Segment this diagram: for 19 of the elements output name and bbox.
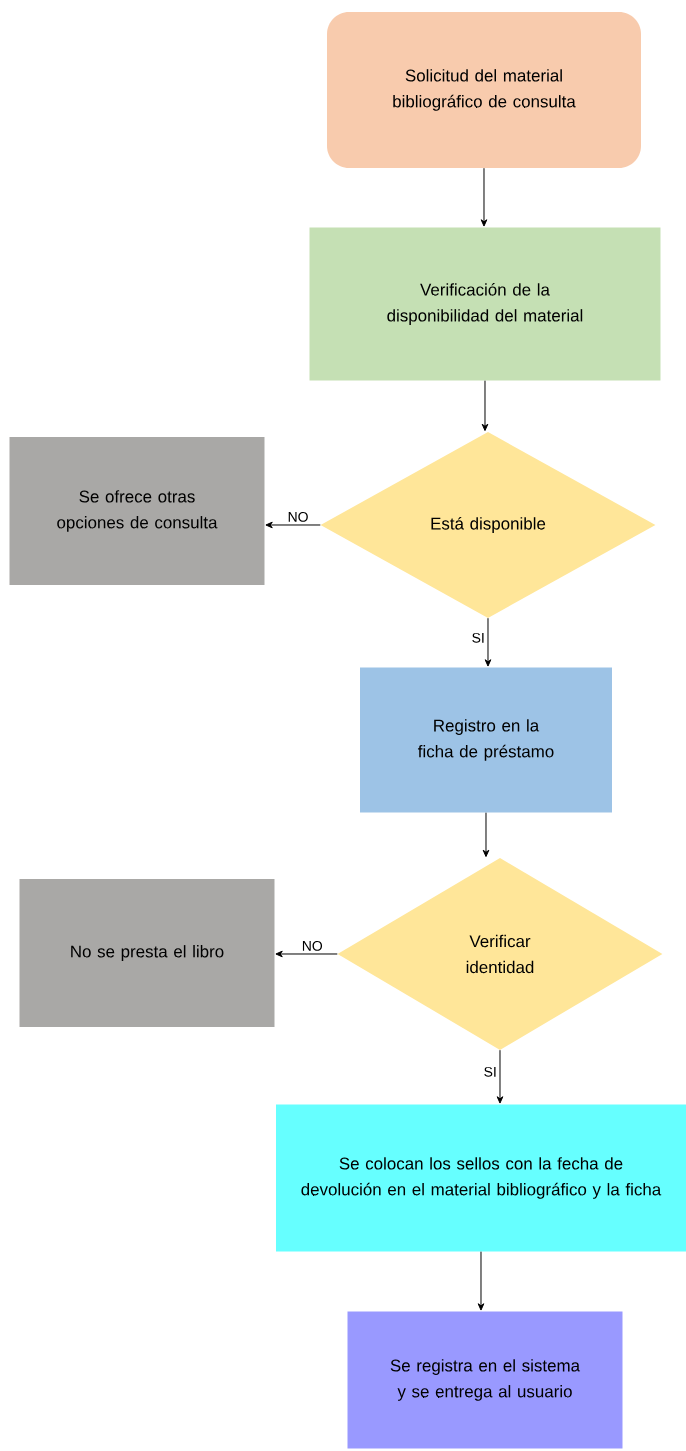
process-box: No se presta el libro xyxy=(19,879,275,1027)
process-box: Verificación de la disponibilidad del material xyxy=(309,227,661,381)
edge-label: NO xyxy=(288,511,308,522)
edge-label: SI xyxy=(472,632,484,643)
arrow xyxy=(480,167,488,227)
arrow xyxy=(481,380,489,432)
process-box: Registro en la ficha de préstamo xyxy=(360,667,612,813)
process-box: Se colocan los sellos con la fecha de devolución en el material bibliográfico y la ficha xyxy=(276,1104,686,1252)
edge-label: SI xyxy=(484,1066,496,1077)
process-box: Se ofrece otras opciones de consulta xyxy=(9,437,265,585)
arrow xyxy=(484,617,492,667)
arrow xyxy=(482,812,490,858)
process-box: Solicitud del material bibliográfico de consulta xyxy=(327,12,641,168)
arrow xyxy=(477,1251,485,1311)
edge-label: NO xyxy=(302,940,323,951)
arrow xyxy=(275,950,338,958)
process-box: Se registra en el sistema y se entrega al usuario xyxy=(347,1311,623,1449)
arrow xyxy=(496,1049,504,1104)
arrow xyxy=(265,521,321,529)
